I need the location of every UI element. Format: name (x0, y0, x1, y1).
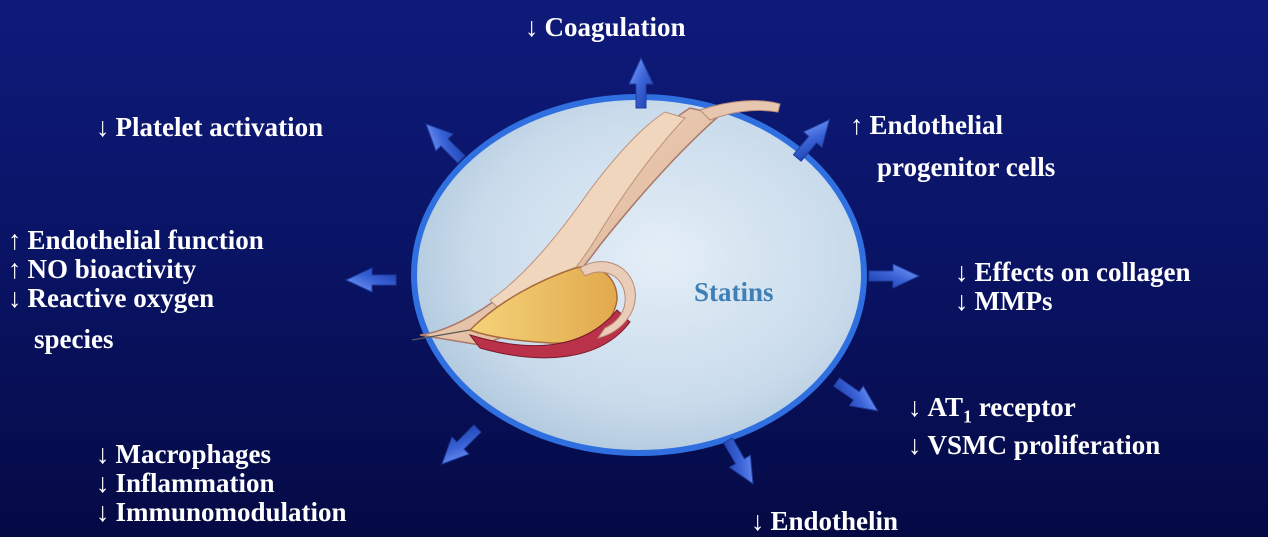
center-label: Statins (694, 277, 774, 308)
endo-function-text: Endothelial function (28, 225, 264, 255)
down-arrow-icon: ↓ (908, 431, 922, 460)
down-arrow-icon: ↓ (908, 393, 922, 422)
down-arrow-icon: ↓ (96, 440, 110, 469)
effect-left-group: ↑Endothelial function ↑NO bioactivity ↓R… (8, 226, 264, 354)
down-arrow-icon: ↓ (96, 498, 110, 527)
effect-lower-left-group: ↓Macrophages ↓Inflammation ↓Immunomodula… (96, 440, 347, 527)
down-arrow-icon: ↓ (8, 284, 22, 313)
up-arrow-icon: ↑ (8, 226, 22, 255)
coagulation-text: Coagulation (545, 12, 686, 42)
effect-right-group: ↓Effects on collagen ↓MMPs (955, 258, 1190, 316)
effect-lower-right-group: ↓AT1 receptor ↓VSMC proliferation (908, 393, 1160, 460)
collagen-text: Effects on collagen (975, 257, 1191, 287)
inflammation-text: Inflammation (116, 468, 275, 498)
immuno-text: Immunomodulation (116, 497, 347, 527)
down-arrow-icon: ↓ (955, 287, 969, 316)
epc-line1: Endothelial (870, 110, 1004, 140)
mmps-text: MMPs (975, 286, 1053, 316)
arrow-right (869, 264, 919, 288)
arrow-down-left (434, 420, 486, 472)
vsmc-text: VSMC proliferation (928, 430, 1161, 460)
arrow-up-left (418, 116, 470, 168)
effect-coagulation: ↓Coagulation (525, 13, 686, 42)
down-arrow-icon: ↓ (955, 258, 969, 287)
at1-subscript: 1 (963, 406, 972, 426)
ros-line1: Reactive oxygen (28, 283, 215, 313)
at1-prefix: AT (928, 392, 964, 422)
up-arrow-icon: ↑ (8, 255, 22, 284)
arrow-down-right (830, 372, 885, 420)
ros-line2: species (8, 325, 264, 354)
effect-endothelin: ↓Endothelin (751, 507, 898, 536)
no-bio-text: NO bioactivity (28, 254, 197, 284)
platelet-text: Platelet activation (116, 112, 324, 142)
epc-line2: progenitor cells (850, 146, 1055, 188)
up-arrow-icon: ↑ (850, 104, 864, 146)
down-arrow-icon: ↓ (751, 507, 765, 536)
endothelin-text: Endothelin (771, 506, 899, 536)
effect-platelet: ↓Platelet activation (96, 113, 323, 142)
arrow-left (346, 268, 396, 292)
effect-epc: ↑Endothelial progenitor cells (850, 104, 1055, 188)
down-arrow-icon: ↓ (96, 469, 110, 498)
macrophages-text: Macrophages (116, 439, 272, 469)
at1-suffix: receptor (972, 392, 1076, 422)
arrow-down (718, 434, 764, 489)
down-arrow-icon: ↓ (96, 113, 110, 142)
down-arrow-icon: ↓ (525, 13, 539, 42)
